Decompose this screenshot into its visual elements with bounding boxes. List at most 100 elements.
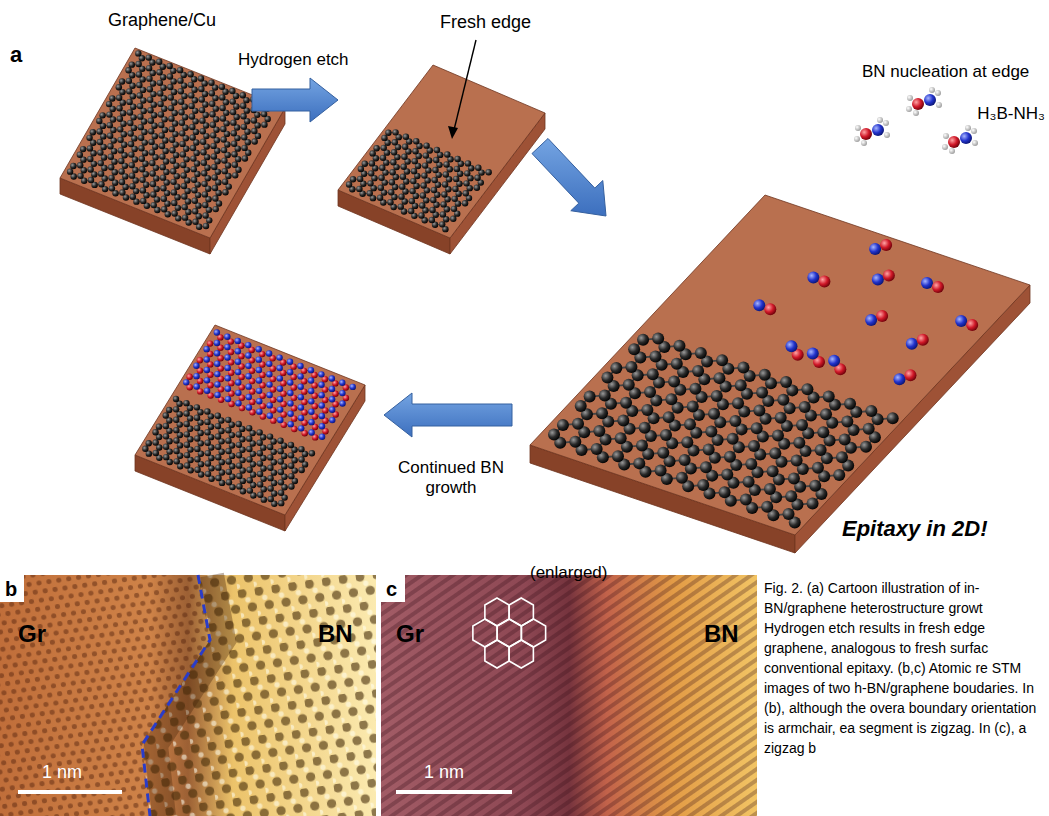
copper-slab [530, 195, 1030, 553]
atom [401, 154, 407, 160]
atom [454, 156, 460, 162]
atom [240, 103, 246, 109]
atom [440, 201, 446, 207]
atom [118, 147, 124, 153]
atom [178, 109, 184, 115]
atom [422, 162, 428, 168]
atom [434, 147, 440, 153]
atom [841, 416, 853, 428]
atom [362, 161, 368, 167]
atom [129, 162, 135, 168]
atom [392, 129, 398, 135]
atom [169, 126, 175, 132]
atom [387, 199, 393, 205]
atom [423, 152, 429, 158]
atom [697, 479, 709, 491]
atom [117, 126, 123, 132]
atom [241, 145, 247, 151]
atom [474, 185, 480, 191]
atom [737, 362, 749, 374]
atom [252, 138, 258, 144]
atom [229, 88, 235, 94]
atom [211, 164, 217, 170]
atom [812, 462, 824, 474]
atom [724, 451, 736, 463]
atom [87, 166, 93, 172]
atom [721, 469, 733, 481]
atom [126, 99, 132, 105]
atom [462, 200, 468, 206]
atom [410, 178, 416, 184]
atom [212, 185, 218, 191]
atom [557, 419, 569, 431]
atom [637, 334, 649, 346]
atom [179, 141, 185, 147]
atom [402, 144, 408, 150]
atom [88, 177, 94, 183]
atom [668, 375, 680, 387]
atom [612, 450, 624, 462]
atom [369, 150, 375, 156]
slab-front [135, 455, 285, 531]
atom [191, 187, 197, 193]
atom [433, 157, 439, 163]
atom [158, 132, 164, 138]
atom [127, 120, 133, 126]
atom [807, 348, 819, 360]
atom [389, 169, 395, 175]
atom [350, 176, 356, 182]
atom [443, 171, 449, 177]
atom [657, 447, 669, 459]
atom [240, 113, 246, 119]
atom [761, 501, 773, 513]
atom [679, 454, 691, 466]
bonds [554, 339, 893, 523]
atom [836, 451, 848, 463]
atom [148, 139, 154, 145]
atom [201, 170, 207, 176]
atom [251, 128, 257, 134]
atom [98, 181, 104, 187]
atom [628, 343, 640, 355]
atom [703, 443, 715, 455]
atom [231, 151, 237, 157]
atom [421, 172, 427, 178]
atom [788, 472, 800, 484]
atom [379, 165, 385, 171]
atom [107, 132, 113, 138]
atom [444, 151, 450, 157]
atom [357, 176, 363, 182]
atom [620, 397, 632, 409]
atom [729, 415, 741, 427]
atom [107, 122, 113, 128]
atom [136, 82, 142, 88]
atom [368, 170, 374, 176]
atom [610, 362, 622, 374]
atom [593, 425, 605, 437]
atom [649, 350, 661, 362]
slab-top [60, 48, 285, 238]
atom [189, 113, 195, 119]
atom [548, 428, 560, 440]
atom [146, 54, 152, 60]
atom [775, 412, 787, 424]
atom [128, 141, 134, 147]
atom [198, 75, 204, 81]
atom [129, 61, 135, 67]
atom [231, 141, 237, 147]
atom [138, 145, 144, 151]
atom [212, 195, 218, 201]
atom [420, 182, 426, 188]
atom [381, 135, 387, 141]
atom [769, 447, 781, 459]
atom [655, 465, 667, 477]
atom [202, 191, 208, 197]
atom [381, 145, 387, 151]
atom [419, 202, 425, 208]
atom [147, 86, 153, 92]
atom [681, 436, 693, 448]
atom [450, 216, 456, 222]
atom [160, 174, 166, 180]
atom [119, 78, 125, 84]
atom [232, 162, 238, 168]
